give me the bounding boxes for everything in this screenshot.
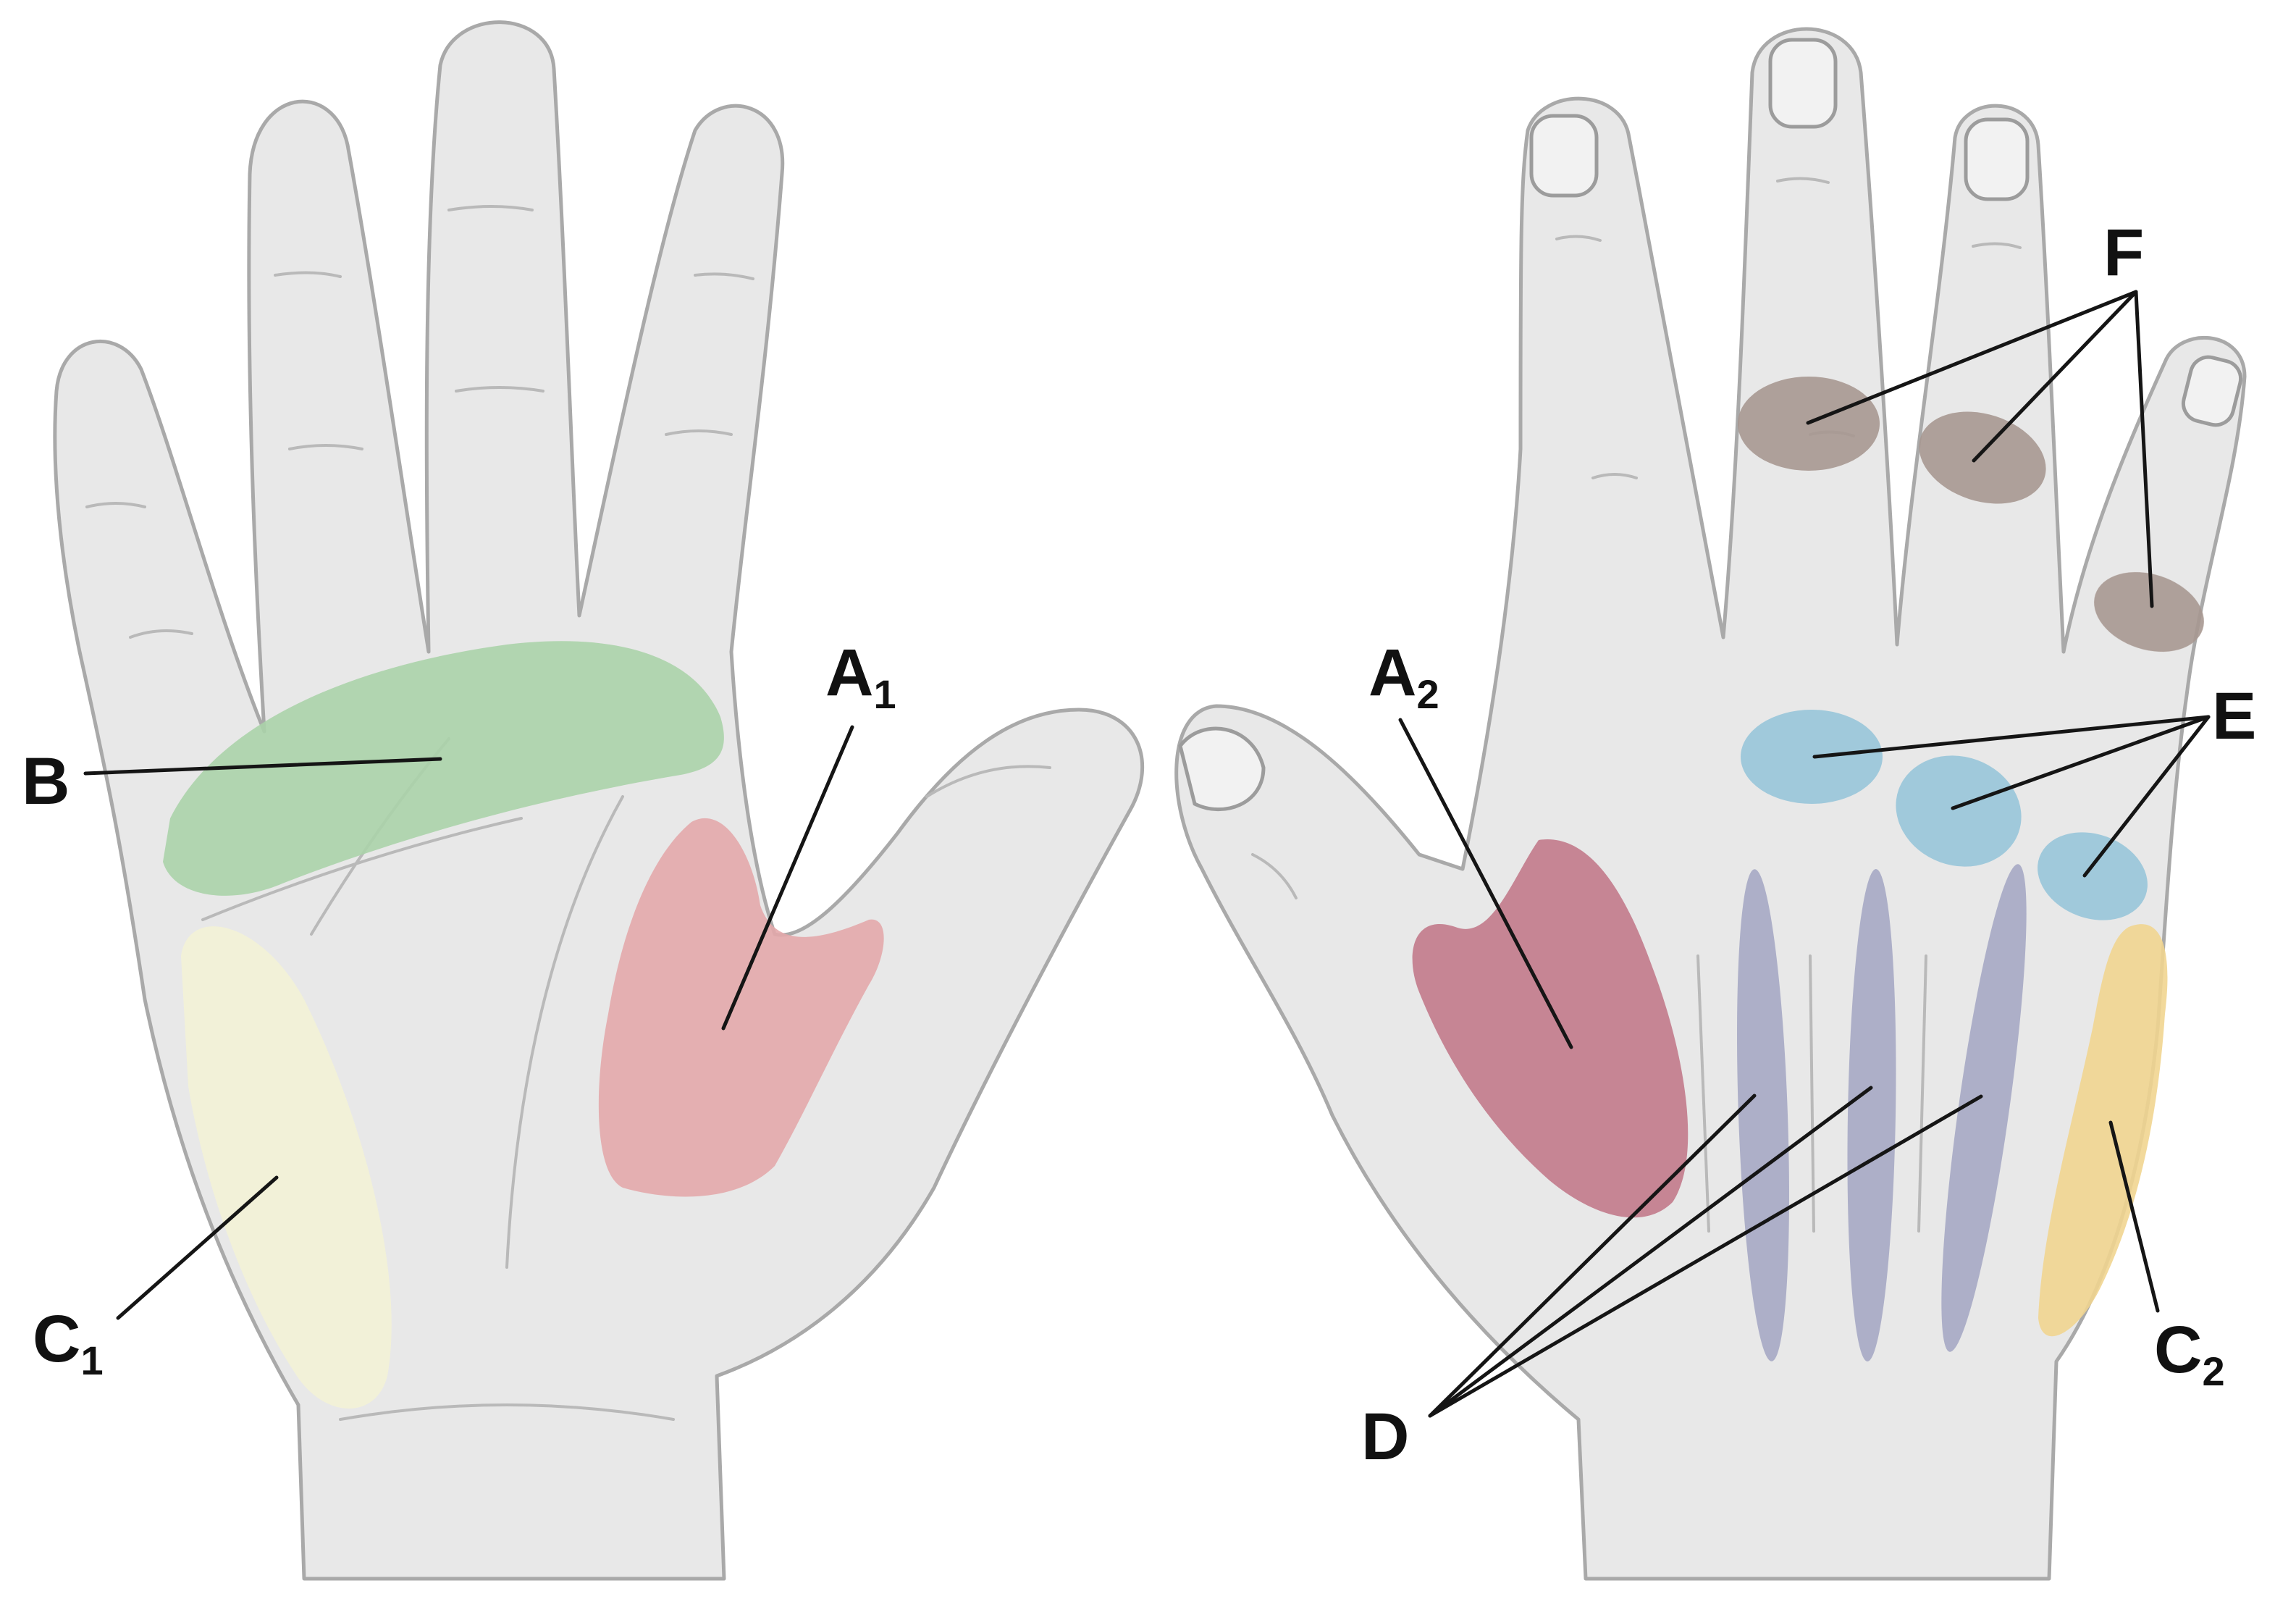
leader-F-3 — [2134, 290, 2154, 608]
leader-A1 — [721, 725, 854, 1031]
label-C1: C1 — [33, 1302, 104, 1383]
region-E-knuckle-3 — [2038, 832, 2148, 920]
leader-F-2 — [1972, 290, 2138, 463]
fingernail-ring — [1964, 117, 2030, 201]
label-D: D — [1361, 1400, 1409, 1474]
leader-D-2 — [1428, 1086, 1873, 1418]
label-A2: A2 — [1368, 636, 1439, 717]
leader-F-1 — [1806, 290, 2138, 425]
label-E: E — [2212, 679, 2256, 753]
region-D-bar-2 — [1847, 869, 1896, 1361]
labels: B C1 A1 A2 C2 D E F — [22, 216, 2256, 1474]
label-B: B — [22, 744, 70, 818]
leader-C2 — [2108, 1120, 2160, 1313]
leader-lines — [83, 290, 2211, 1418]
region-C2 — [2038, 924, 2168, 1337]
leader-A2 — [1398, 718, 1573, 1049]
leader-E-3 — [2082, 715, 2211, 878]
region-B — [163, 641, 724, 896]
regions — [163, 377, 2204, 1409]
label-A1: A1 — [825, 636, 896, 717]
fingernail-little — [2181, 355, 2243, 427]
thumbnail — [1178, 726, 1266, 812]
fingernail-index — [1529, 114, 1599, 198]
region-C1 — [181, 926, 392, 1409]
region-A2 — [1412, 839, 1689, 1218]
region-F-joint-3 — [2094, 571, 2204, 652]
region-E-knuckle-2 — [1896, 755, 2022, 867]
leader-E-2 — [1951, 715, 2211, 810]
region-A1 — [598, 818, 884, 1197]
region-D-bar-3 — [1941, 864, 2027, 1352]
leader-D-1 — [1428, 1094, 1757, 1418]
region-E-knuckle-1 — [1741, 710, 1883, 804]
right-hand-dorsal — [1174, 27, 2247, 1581]
region-F-joint-2 — [1919, 411, 2046, 504]
leader-D-3 — [1428, 1094, 1983, 1418]
label-F: F — [2103, 216, 2144, 290]
leader-C1 — [116, 1175, 279, 1320]
fingernail-middle — [1768, 38, 1838, 129]
leader-E-1 — [1812, 715, 2211, 759]
leader-B — [83, 757, 442, 776]
region-D-bar-1 — [1737, 869, 1789, 1361]
label-C2: C2 — [2154, 1313, 2225, 1394]
